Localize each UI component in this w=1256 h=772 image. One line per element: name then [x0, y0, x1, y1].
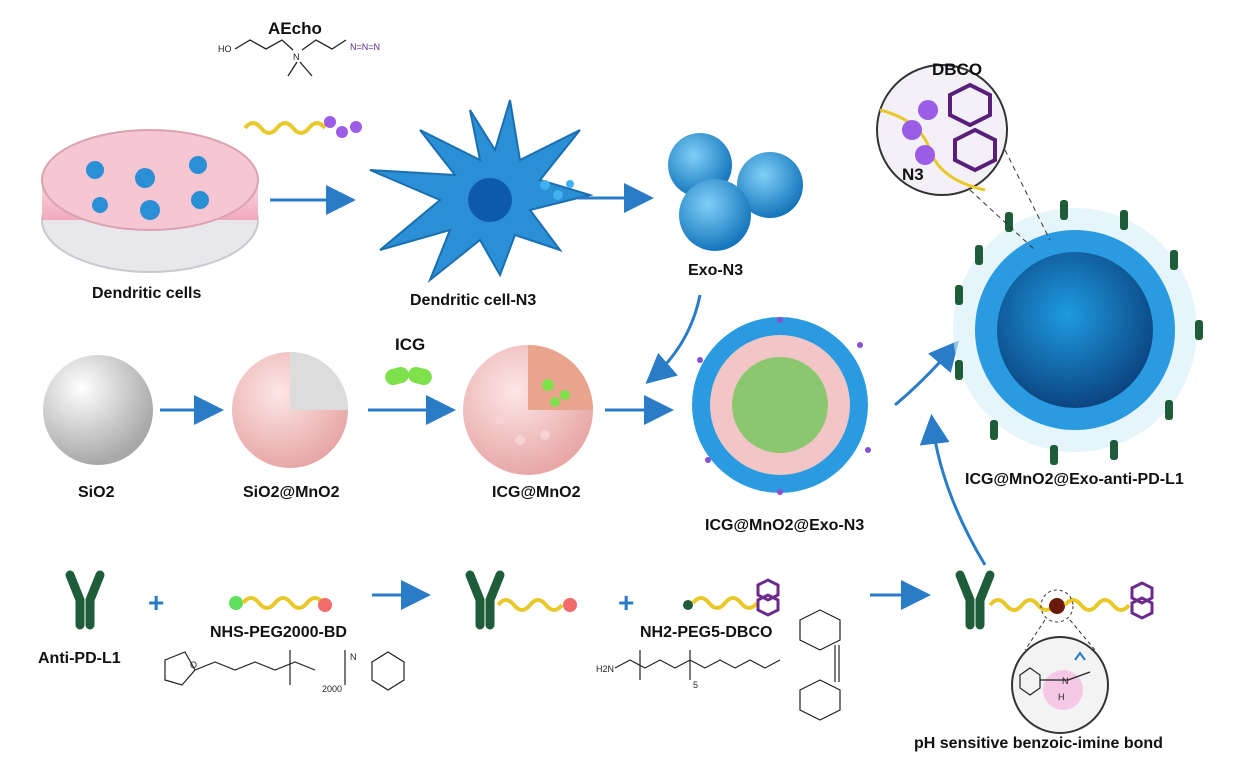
n-plus-label: N [293, 52, 300, 62]
nhs-peg-bd-label: NHS-PEG2000-BD [210, 624, 347, 641]
aecho-structure: HO N N=N=N AEcho [218, 19, 380, 77]
plus-sign-2: + [618, 587, 634, 618]
nhs-peg-bd-structure: 2000 O N [164, 650, 405, 694]
sio2-mno2-label: SiO2@MnO2 [243, 484, 340, 501]
dendritic-cell-icon [369, 99, 594, 284]
arrow-to-final [894, 340, 959, 407]
ph-bond-label: pH sensitive benzoic-imine bond [914, 735, 1163, 752]
azide-label: N=N=N [350, 42, 380, 52]
aecho-linker-icon [243, 116, 362, 138]
icg-label: ICG [395, 335, 425, 354]
arrow-conjugate-up [919, 414, 987, 566]
anti-pd-l1-label: Anti-PD-L1 [38, 650, 121, 667]
sio2-sphere-icon [43, 355, 153, 465]
exo-n3-label: Exo-N3 [688, 262, 743, 279]
peg5-count: 5 [693, 680, 698, 690]
nh2-peg-dbco-structure: H2N 5 [596, 609, 841, 721]
antibody-imine-dbco-icon: N H [955, 570, 1154, 734]
icg-mno2-exo-n3-icon [692, 317, 871, 495]
dbco-label: DBCO [932, 60, 982, 79]
nh2-peg-dbco-label: NH2-PEG5-DBCO [640, 624, 772, 641]
nhs-n-label: N [350, 652, 357, 662]
aecho-label: AEcho [268, 19, 322, 38]
imine-n-label: N [1062, 676, 1069, 686]
n3-zoom-label: N3 [902, 165, 924, 184]
imine-h-label: H [1058, 692, 1065, 702]
plus-sign-1: + [148, 587, 164, 618]
sio2-mno2-sphere-icon [232, 352, 348, 468]
sio2-label: SiO2 [78, 484, 115, 501]
dendritic-cell-n3-label: Dendritic cell-N3 [410, 292, 536, 309]
icg-mno2-sphere-icon [463, 345, 593, 475]
nh2-peg-dbco-linker-icon [683, 578, 780, 617]
nhs-peg-bd-linker-icon [229, 596, 332, 612]
ho-label: HO [218, 44, 232, 54]
icg-mno2-label: ICG@MnO2 [492, 484, 581, 501]
anti-pd-l1-antibody-icon [65, 570, 105, 630]
icg-capsule-icon [385, 366, 432, 386]
final-nanoparticle-icon [953, 200, 1203, 465]
peg2000-count: 2000 [322, 684, 342, 694]
antibody-peg-bd-icon [465, 570, 577, 630]
exosome-icon [668, 133, 803, 251]
dbco-zoom-icon [876, 64, 1051, 251]
icg-mno2-exo-n3-label: ICG@MnO2@Exo-N3 [705, 517, 864, 534]
dendritic-cells-label: Dendritic cells [92, 285, 201, 302]
arrow-exo-down [645, 294, 702, 384]
nhs-o-label: O [190, 660, 197, 670]
h2n-label: H2N [596, 664, 614, 674]
petri-dish-icon [41, 129, 259, 273]
final-product-label: ICG@MnO2@Exo-anti-PD-L1 [965, 471, 1184, 488]
